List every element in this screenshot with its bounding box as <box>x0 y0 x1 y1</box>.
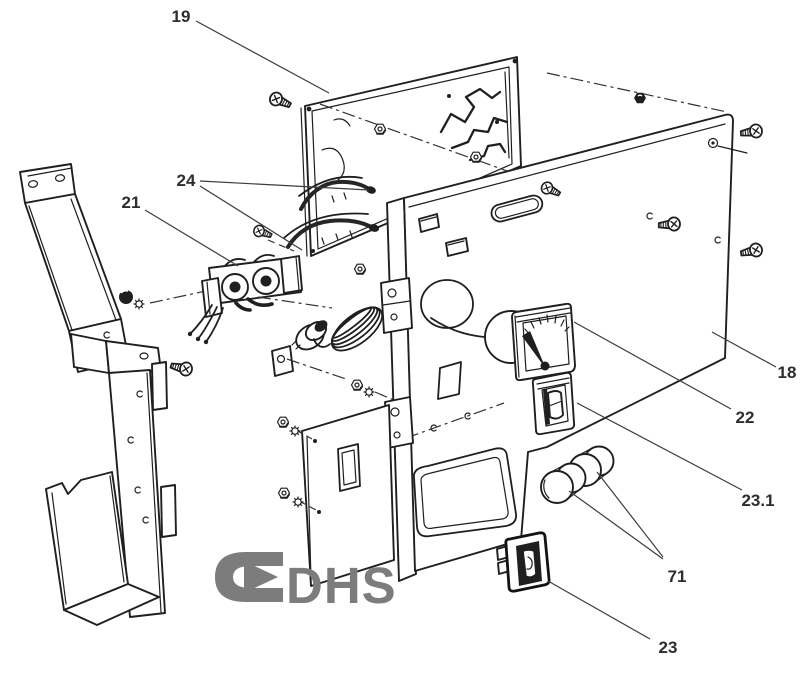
leader-line-24 <box>199 180 370 191</box>
control-knobs <box>540 445 615 504</box>
screw <box>168 358 195 378</box>
dhs-logo-text: DHS <box>286 557 397 614</box>
nut <box>350 379 364 391</box>
circuit-traces <box>321 71 510 181</box>
part-label-22: 22 <box>736 408 755 427</box>
nut <box>277 487 291 499</box>
part-label-71: 71 <box>668 567 687 586</box>
keyhole <box>707 137 719 149</box>
part-label-24: 24 <box>177 171 196 190</box>
rocker-button <box>547 390 564 420</box>
cover-plate <box>295 404 395 587</box>
pcb-nut <box>469 151 483 163</box>
rocker-switch <box>531 371 576 436</box>
screw <box>266 89 294 113</box>
leader-line-71 <box>596 471 664 558</box>
part-label-21: 21 <box>122 193 141 212</box>
leader-line-19 <box>195 20 330 94</box>
pcb-nut <box>373 123 387 135</box>
capillary-sensor <box>271 320 328 377</box>
leader-line-22 <box>573 321 732 410</box>
meter-needle <box>522 331 546 369</box>
knob <box>540 470 574 504</box>
nut <box>276 416 290 428</box>
part-label-19: 19 <box>172 7 191 26</box>
dhs-logo: DHS <box>215 552 397 614</box>
valve-switch-assembly <box>187 253 333 345</box>
leader-line-23 <box>547 580 651 640</box>
fastener-set-left <box>119 89 367 378</box>
screw <box>251 223 275 242</box>
part-label-23.1: 23.1 <box>741 491 774 510</box>
leader-line-24 <box>199 185 303 251</box>
dhs-arrowhead-icon <box>244 561 278 593</box>
diamond-cutout <box>437 361 462 400</box>
dhs-arrow-icon <box>215 552 283 602</box>
fastener-set-top-right <box>546 72 765 262</box>
nut <box>353 263 367 275</box>
part-labels-layer: 19 24 21 18 22 23.1 71 23 <box>122 7 797 657</box>
leader-line-71 <box>568 490 664 560</box>
leader-line-21 <box>144 209 239 267</box>
oval-slot <box>490 194 544 223</box>
assembly-wires <box>187 304 224 345</box>
circuit-board <box>300 56 539 257</box>
wiring-leads <box>283 175 380 249</box>
leader-line-18 <box>711 331 777 368</box>
rect-cutout <box>413 447 517 538</box>
lower-mounting-bracket <box>45 333 177 626</box>
screw-head <box>119 290 133 304</box>
part-label-18: 18 <box>778 363 797 382</box>
panel-meter <box>484 302 576 382</box>
screw <box>738 241 765 262</box>
inlet-switch <box>496 531 551 593</box>
cable-coil <box>313 306 384 352</box>
screw <box>738 122 764 142</box>
panel-hinge-upper <box>380 277 413 334</box>
meter-scale-ticks <box>524 314 570 335</box>
panel-tabs <box>418 213 469 257</box>
part-label-23: 23 <box>659 638 678 657</box>
leader-line-23.1 <box>576 402 743 491</box>
